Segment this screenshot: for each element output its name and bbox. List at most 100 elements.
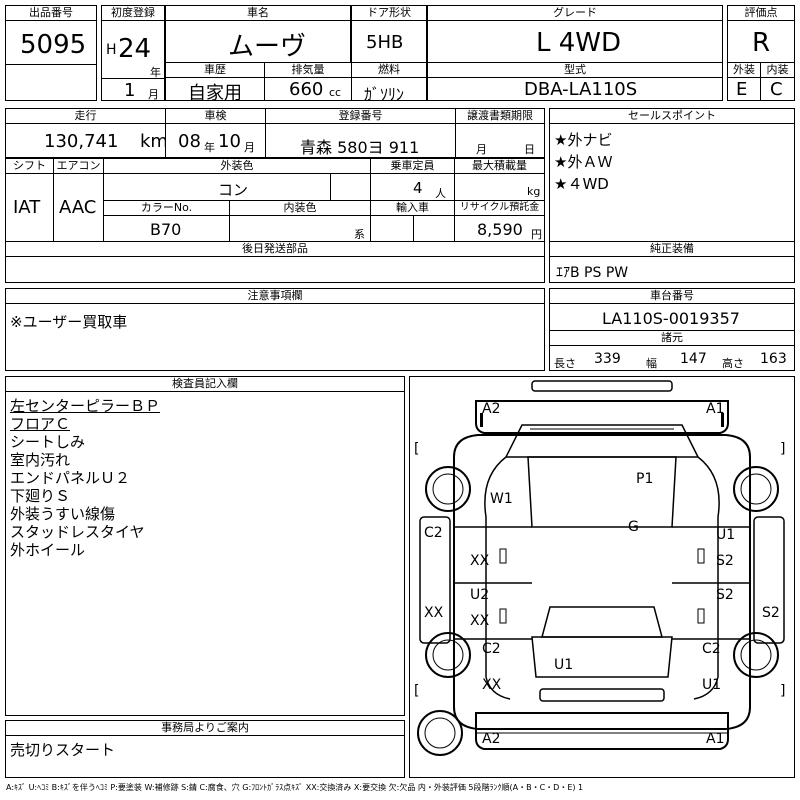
month-unit: 月 [148, 88, 159, 101]
exterior-value: E [736, 79, 748, 100]
mileage-label: 走行 [6, 109, 165, 124]
notes-label: 注意事項欄 [6, 289, 544, 304]
year-unit: 年 [150, 66, 161, 79]
selling-points-label: セールスポイント [550, 109, 794, 124]
history-label: 車歴 [166, 63, 264, 78]
inspection-year: 08 [178, 131, 201, 152]
capacity-label: 乗車定員 [371, 159, 454, 174]
transfer-label: 譲渡書類期限 [456, 109, 544, 124]
car-name-box: 車名 ムーヴ [165, 5, 351, 63]
displacement-value: 660 [289, 79, 324, 100]
mark-g: G [628, 519, 639, 535]
mark-u1-right-2: U1 [702, 677, 722, 693]
exterior-box: 外装 E [727, 62, 761, 101]
selling-point-1: ★外ナビ [554, 131, 613, 149]
equipment-label: 純正装備 [550, 242, 794, 257]
inspection-month: 10 [218, 131, 241, 152]
mark-u1-center: U1 [554, 657, 574, 673]
fuel-label: 燃料 [352, 63, 426, 78]
color-no-label: カラーNo. [104, 201, 229, 216]
width-label: 幅 [646, 357, 657, 370]
model-box: 型式 DBA-LA110S [427, 62, 723, 101]
interior-color-label: 内装色 [230, 201, 370, 216]
inspector-line: 左センターピラーＢＰ [10, 397, 161, 415]
shift-label: シフト [6, 159, 53, 174]
color-label: 外装色 [104, 159, 370, 174]
grade-label: グレード [428, 6, 722, 21]
car-name-label: 車名 [166, 6, 350, 21]
recycle-label: リサイクル預託金 [455, 201, 544, 216]
interior-box: 内装 C [760, 62, 795, 101]
inspector-line: 室内汚れ [10, 451, 71, 469]
inspection-box: 車検 08 年 10 月 [165, 108, 266, 158]
lot-number-label: 出品番号 [6, 6, 96, 21]
mileage-unit: km [140, 131, 168, 152]
mark-c2-right-2: C2 [702, 641, 721, 657]
chassis-value: LA110S-0019357 [602, 309, 740, 328]
interior-color-box: 内装色 系 [229, 200, 371, 242]
door-value: 5HB [366, 32, 404, 53]
height-value: 163 [760, 351, 787, 367]
inspector-line: スタッドレスタイヤ [10, 523, 145, 541]
mark-s2-right-2: S2 [716, 587, 734, 603]
grade-box: グレード L 4WD [427, 5, 723, 63]
inspector-line: 下廻りＳ [10, 487, 71, 505]
later-parts-label: 後日発送部品 [6, 242, 544, 257]
plate-value: 青森 580ヨ 911 [300, 138, 420, 157]
era-value: H [106, 42, 117, 58]
ac-label: エアコン [54, 159, 103, 174]
notes-value: ※ユーザー買取車 [10, 313, 128, 331]
recycle-value: 8,590 [477, 220, 523, 239]
shift-box: シフト IAT [5, 158, 54, 242]
import-label: 輸入車 [371, 201, 454, 216]
inspector-label: 検査員記入欄 [6, 377, 404, 392]
office-box: 事務局よりご案内 売切りスタート [5, 720, 405, 778]
bracket-left-2: [ [414, 683, 420, 699]
mark-p1: P1 [636, 471, 654, 487]
car-diagram-box: A2 A1 [ ] P1 W1 G C2 U1 XX S2 U2 S2 XX S… [409, 376, 795, 778]
recycle-unit: 円 [531, 228, 542, 241]
grade-value: L 4WD [536, 28, 622, 58]
chassis-box: 車台番号 LA110S-0019357 諸元 長さ 339 幅 147 高さ 1… [549, 288, 795, 371]
capacity-value: 4 [413, 179, 423, 197]
inspector-line: エンドパネルＵ２ [10, 469, 131, 487]
inspector-box: 検査員記入欄 左センターピラーＢＰ フロアＣ シートしみ 室内汚れ エンドパネル… [5, 376, 405, 716]
plate-label: 登録番号 [266, 109, 455, 124]
mark-xx-far-left: XX [424, 605, 444, 621]
mark-a1-front: A1 [706, 401, 725, 417]
door-label: ドア形状 [352, 6, 426, 21]
shift-value: IAT [13, 197, 41, 218]
fuel-value: ｶﾞｿﾘﾝ [364, 85, 405, 104]
equipment-value: ｴｱB PS PW [556, 265, 629, 281]
inspector-line: フロアＣ [10, 415, 71, 433]
selling-points-box: セールスポイント ★外ナビ ★外ＡＷ ★４WD [549, 108, 795, 242]
bracket-left-1: [ [414, 441, 420, 457]
first-registration-label: 初度登録 [102, 6, 164, 21]
mark-a2-front: A2 [482, 401, 501, 417]
load-box: 最大積載量 kg [454, 158, 545, 201]
interior-label: 内装 [761, 63, 794, 78]
transfer-box: 譲渡書類期限 月 日 [455, 108, 545, 158]
length-label: 長さ [554, 357, 576, 370]
legend-text: A:ｷｽﾞ U:ﾍｺﾐ B:ｷｽﾞを伴うﾍｺﾐ P:要塗装 W:補修跡 S:錆 … [6, 783, 584, 792]
transfer-day-unit: 日 [524, 143, 535, 156]
mark-xx-left-3: XX [482, 677, 502, 693]
mark-xx-left-2: XX [470, 613, 490, 629]
color-value: コン [218, 181, 249, 199]
dims-label: 諸元 [550, 331, 794, 346]
bracket-right-1: ] [780, 441, 786, 457]
selling-point-2: ★外ＡＷ [554, 153, 613, 171]
mileage-box: 走行 130,741 km [5, 108, 168, 158]
ac-value: AAC [59, 197, 97, 218]
bracket-right-2: ] [780, 683, 786, 699]
year-value: 24 [118, 34, 152, 64]
capacity-unit: 人 [435, 187, 446, 200]
mark-a1-rear: A1 [706, 731, 725, 747]
office-label: 事務局よりご案内 [6, 721, 404, 736]
fuel-box: 燃料 ｶﾞｿﾘﾝ [351, 62, 427, 104]
length-value: 339 [594, 351, 621, 367]
height-label: 高さ [722, 357, 744, 370]
color-box: 外装色 コン [103, 158, 371, 201]
color-no-box: カラーNo. B70 [103, 200, 230, 242]
color-no-value: B70 [150, 220, 182, 239]
